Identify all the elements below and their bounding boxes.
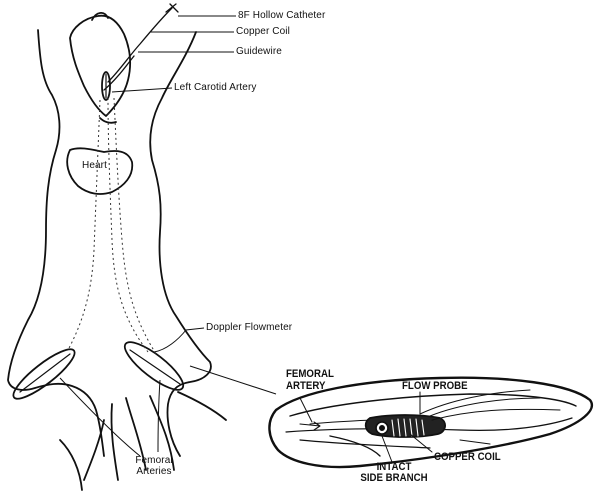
carotid-incision	[101, 71, 111, 101]
inset-label-side-branch-line1: INTACT	[376, 461, 412, 473]
inset-label-flow-probe: FLOW PROBE	[402, 380, 468, 392]
animal-outline	[7, 29, 105, 457]
catheter-line	[107, 7, 173, 83]
label-copper-coil: Copper Coil	[236, 26, 290, 37]
right-incision	[123, 341, 185, 391]
inset-label-side-branch: INTACT SIDE BRANCH	[357, 462, 431, 484]
inset-label-copper-coil: COPPER COIL	[434, 451, 501, 463]
inset-label-femoral-artery: FEMORAL ARTERY	[286, 368, 334, 392]
label-femoral-arteries: Femoral Arteries	[126, 455, 182, 477]
animal-outline-right	[149, 31, 212, 457]
label-guidewire: Guidewire	[236, 46, 282, 57]
heart-outline	[66, 147, 134, 195]
inset-label-femoral-artery-line2: ARTERY	[286, 380, 326, 392]
inset-label-femoral-artery-line1: FEMORAL	[286, 368, 334, 380]
label-femoral-arteries-line1: Femoral	[135, 455, 173, 466]
head-outline	[69, 14, 131, 117]
inset-outer	[268, 376, 593, 469]
label-carotid: Left Carotid Artery	[174, 82, 257, 93]
label-doppler: Doppler Flowmeter	[206, 322, 293, 333]
label-catheter: 8F Hollow Catheter	[238, 10, 326, 21]
label-heart: Heart	[82, 160, 107, 171]
inset-label-side-branch-line2: SIDE BRANCH	[360, 472, 428, 484]
left-incision	[12, 348, 76, 400]
label-femoral-arteries-line2: Arteries	[136, 466, 172, 477]
